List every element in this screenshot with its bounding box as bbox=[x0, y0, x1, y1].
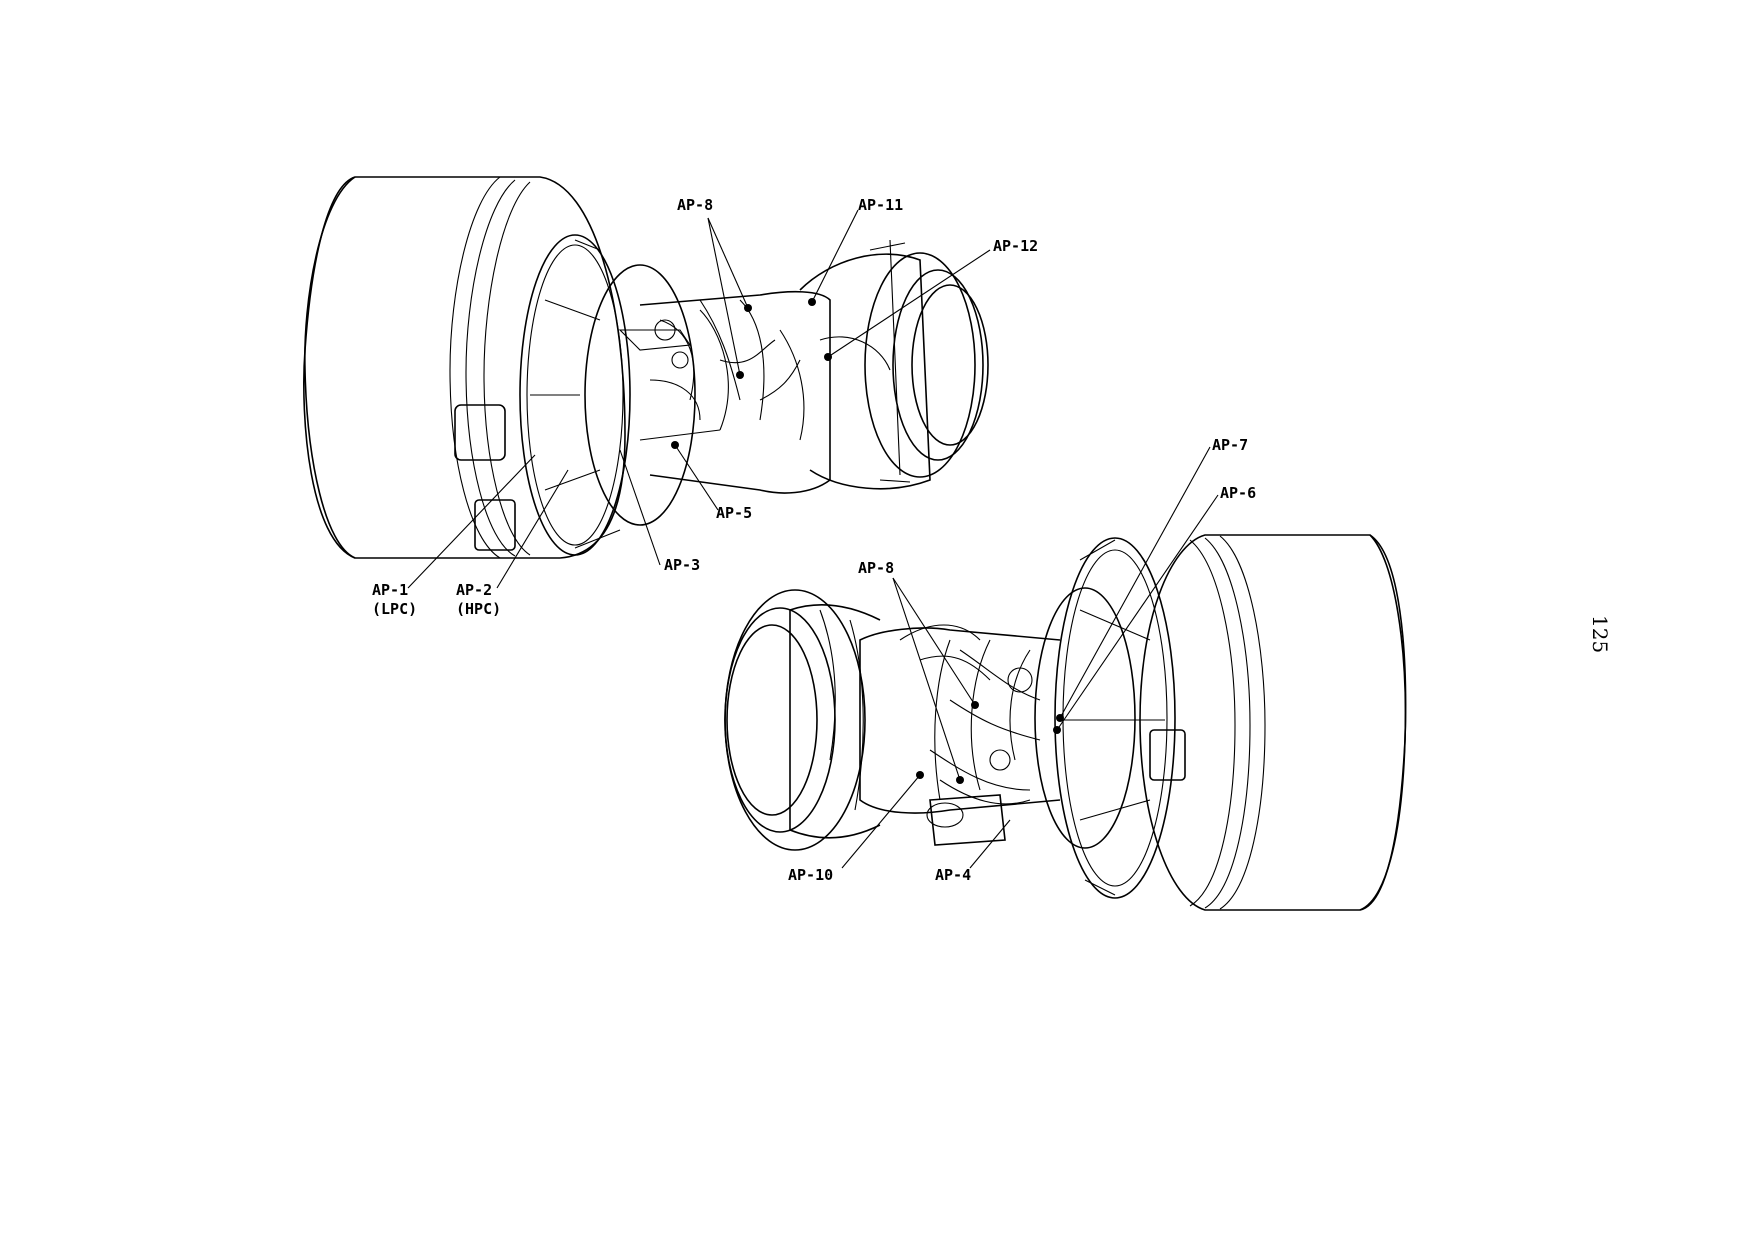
ap7-marker bbox=[1056, 714, 1064, 722]
ap11-marker bbox=[808, 298, 816, 306]
label-ap2-sub: (HPC) bbox=[456, 600, 501, 618]
label-ap6: AP-6 bbox=[1220, 484, 1256, 502]
label-ap4: AP-4 bbox=[935, 866, 971, 884]
label-ap3: AP-3 bbox=[664, 556, 700, 574]
label-ap1: AP-1 bbox=[372, 581, 408, 599]
ap10-marker bbox=[916, 771, 924, 779]
leader-lines bbox=[407, 209, 1219, 869]
label-ap2: AP-2 bbox=[456, 581, 492, 599]
label-ap10: AP-10 bbox=[788, 866, 833, 884]
ap8-lower-marker-a bbox=[971, 701, 979, 709]
ap8-upper-marker-b bbox=[736, 371, 744, 379]
ap12-marker bbox=[824, 353, 832, 361]
label-ap11: AP-11 bbox=[858, 196, 903, 214]
label-ap1-sub: (LPC) bbox=[372, 600, 417, 618]
label-ap5: AP-5 bbox=[716, 504, 752, 522]
label-ap7: AP-7 bbox=[1212, 436, 1248, 454]
ap8-upper-marker-a bbox=[744, 304, 752, 312]
access-point-markers bbox=[671, 298, 1064, 784]
lower-engine-drawing bbox=[724, 534, 1407, 911]
ap5-marker bbox=[671, 441, 679, 449]
ap6-marker bbox=[1053, 726, 1061, 734]
label-ap12: AP-12 bbox=[993, 237, 1038, 255]
ap8-lower-marker-b bbox=[956, 776, 964, 784]
upper-engine-drawing bbox=[303, 176, 989, 559]
label-ap8-upper: AP-8 bbox=[677, 196, 713, 214]
page-number: 125 bbox=[1588, 615, 1612, 654]
callout-labels: AP-8 AP-11 AP-12 AP-5 AP-3 AP-1 (LPC) AP… bbox=[372, 196, 1256, 884]
label-ap8-lower: AP-8 bbox=[858, 559, 894, 577]
